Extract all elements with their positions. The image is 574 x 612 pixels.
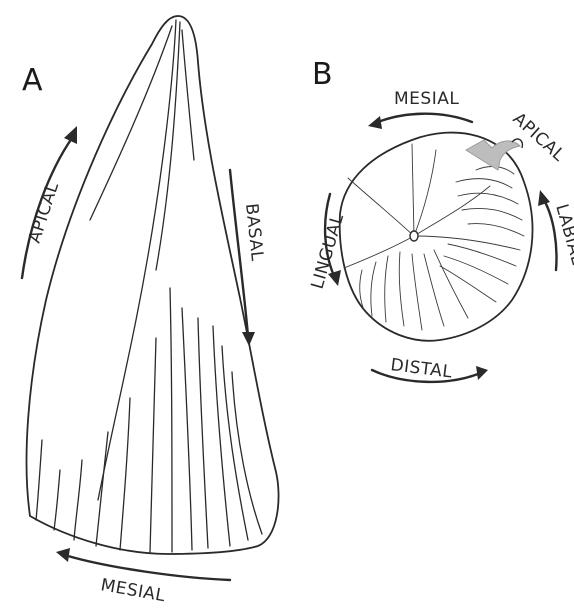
basal-arrow [230,170,248,336]
section-labial-arrowhead [538,190,550,206]
section-texture [468,224,524,236]
panel-b-apical-label: APICAL [509,109,569,166]
panel-a-basal-label: BASAL [241,202,267,262]
crown-striation [98,20,176,500]
section-texture [412,254,422,330]
section-texture [458,193,518,204]
crown-striation [213,326,230,546]
section-mesial-arrowhead [368,116,382,129]
crown-striation [36,440,42,520]
panel-b: B MESIAL [308,57,574,383]
section-texture [434,250,468,318]
section-texture [448,244,516,266]
section-texture [462,208,522,220]
apical-pointer-icon [466,140,520,170]
section-texture [371,262,376,316]
section-texture [399,252,404,326]
pulp-canal-dot [410,231,418,241]
crown-striation [170,288,172,552]
crown-striation [54,470,60,530]
section-line [412,144,414,236]
panel-a-apical-label: APICAL [25,180,63,246]
section-texture [440,266,496,302]
mesial-arrow [68,556,230,580]
mesial-arrowhead [56,548,70,562]
panel-b-mesial-label: MESIAL [394,89,459,109]
panel-b-letter: B [312,57,333,92]
section-line [414,150,436,236]
crown-striation [90,26,172,220]
section-line [344,236,414,268]
panel-a-mesial-label: MESIAL [99,575,167,606]
crown-striation [232,372,262,534]
crown-striation [182,308,192,550]
section-line [414,236,520,250]
section-texture [385,256,388,322]
section-distal-arrowhead [476,366,488,380]
section-mesial-arrow [378,114,472,122]
crown-striation [120,398,130,550]
crown-striation [182,30,194,160]
crown-striation [198,318,208,548]
crown-striation [150,338,156,552]
panel-a: A APICAL BASAL MESIAL [22,16,279,606]
panel-a-letter: A [22,63,43,98]
crown-striation [96,432,108,546]
section-texture [456,179,512,188]
section-texture [444,256,508,284]
section-line [348,178,414,236]
basal-arrowhead [242,332,255,346]
crown-striation [74,460,82,540]
